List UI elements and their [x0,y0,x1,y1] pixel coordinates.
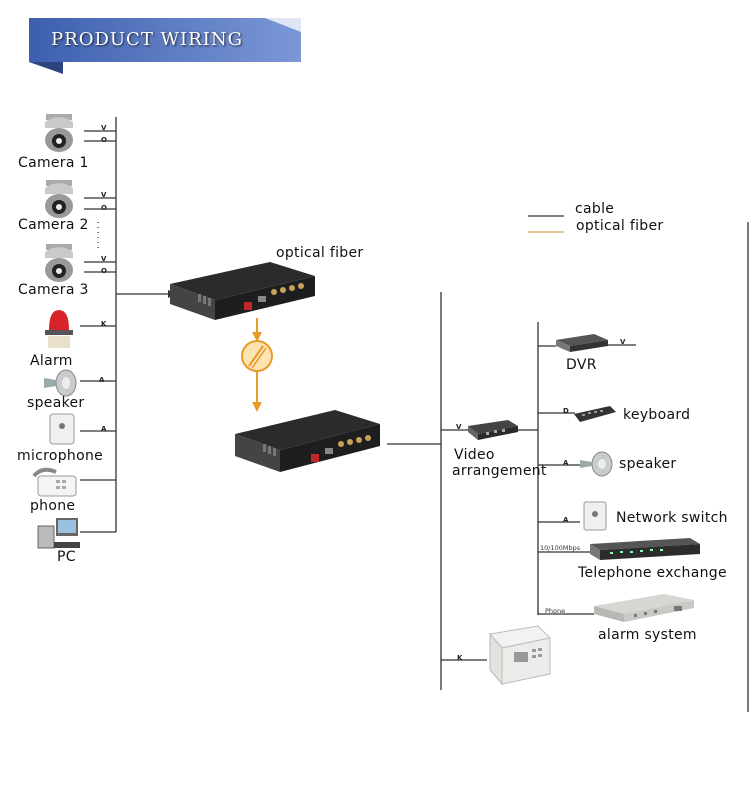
keyboard-icon [574,404,616,428]
network-switch-icon [582,500,610,536]
signal-tag: O [101,204,107,212]
legend-cable-label: cable [575,201,615,217]
alarm-siren-icon [42,308,76,354]
signal-tag: K [101,320,107,328]
signal-tag: O [101,267,107,275]
signal-tag: V [620,338,626,346]
banner-shape [29,18,301,74]
dome-camera-icon [42,180,76,224]
hub-label: Video [454,447,495,463]
dvr-icon [556,334,608,358]
optical-receiver [235,410,385,478]
device-label: microphone [17,448,104,464]
signal-tag: V [101,124,107,132]
signal-tag: K [457,654,463,662]
signal-tag: D [563,407,569,415]
signal-tag: A [563,516,569,524]
device-label: Camera 2 [18,217,89,233]
signal-tag: A [563,459,569,467]
device-label: alarm system [598,627,697,643]
signal-tag: 10/100Mbps [540,544,581,552]
fiber-label: optical fiber [276,245,364,261]
microphone-icon [48,412,76,450]
hub-label: arrangement [452,463,547,479]
device-label: Network switch [616,510,728,526]
dome-camera-icon [42,114,76,158]
device-label: speaker [619,456,677,472]
signal-tag: A [99,376,105,384]
device-label: Alarm [30,353,73,369]
device-label: Camera 3 [18,282,89,298]
device-label: Telephone exchange [578,565,727,581]
optical-transmitter [170,262,320,326]
alarm-panel-icon [488,624,552,690]
device-label: PC [57,549,76,565]
dome-camera-icon [42,244,76,288]
telephone-exchange-icon [590,536,700,568]
device-label: keyboard [623,407,691,423]
signal-tag: Phone [545,607,566,615]
legend-fiber-label: optical fiber [576,218,664,234]
device-label: Camera 1 [18,155,89,171]
device-label: phone [30,498,76,514]
signal-tag: A [101,425,107,433]
signal-tag: V [456,423,462,431]
video-arrangement-icon [468,418,518,446]
speaker-horn-icon [578,450,614,482]
pc-icon [36,518,82,554]
device-label: speaker [27,395,85,411]
speaker-horn-icon [40,368,80,402]
device-label: DVR [566,357,597,373]
signal-tag: O [101,136,107,144]
phone-icon [32,466,80,502]
banner-title: PRODUCT WIRING [51,29,243,50]
alarm-system-icon [594,592,696,628]
signal-tag: V [101,191,107,199]
product-wiring-banner: PRODUCT WIRING [29,18,301,74]
signal-tag: V [101,255,107,263]
fiber-coil [241,340,273,372]
